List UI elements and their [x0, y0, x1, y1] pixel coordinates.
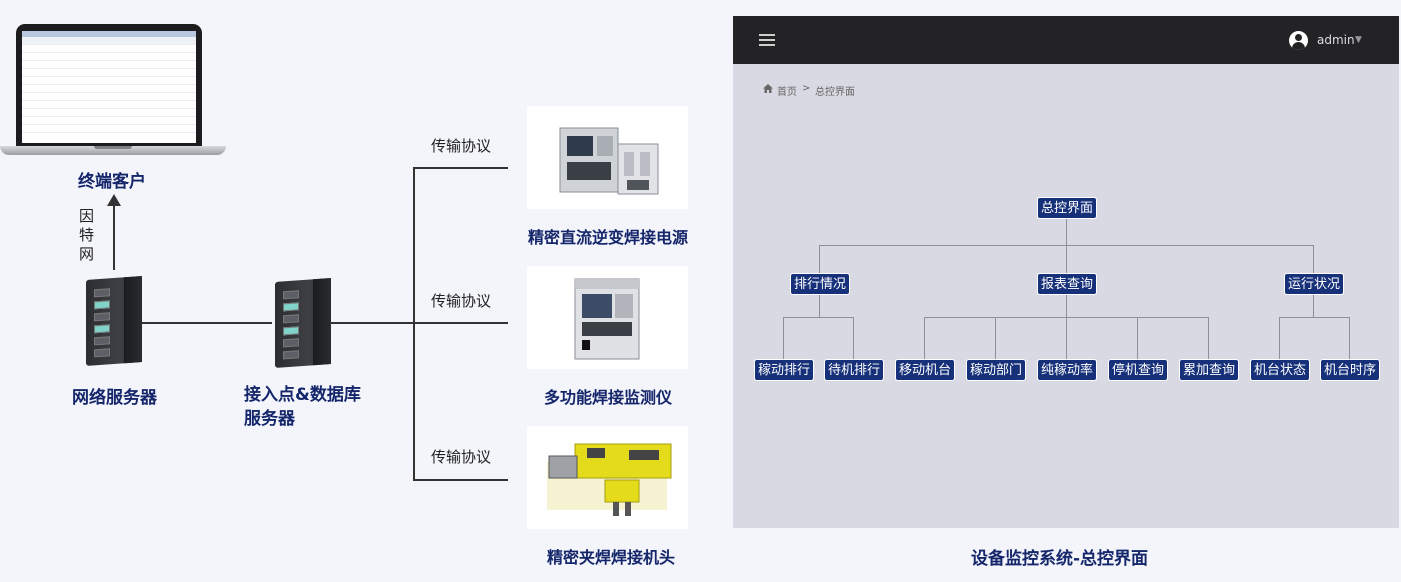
laptop-icon	[16, 24, 202, 146]
product-image-weld-head	[527, 426, 688, 529]
right-caption: 设备监控系统-总控界面	[971, 549, 1149, 569]
node-status-child-2[interactable]: 机台时序	[1320, 359, 1380, 381]
node-reports[interactable]: 报表查询	[1037, 273, 1097, 295]
database-server-icon	[275, 278, 331, 368]
user-name[interactable]: admin	[1317, 33, 1355, 47]
network-server-icon	[86, 276, 142, 366]
node-reports-child-3[interactable]: 纯稼动率	[1037, 359, 1097, 381]
tree-line	[819, 245, 820, 273]
tree-line	[1349, 317, 1350, 361]
database-server-label: 接入点&数据库 服务器	[244, 385, 361, 429]
laptop-display	[22, 31, 196, 143]
node-ranking-child-2[interactable]: 待机排行	[824, 359, 884, 381]
node-reports-child-5[interactable]: 累加查询	[1179, 359, 1239, 381]
tree-line	[783, 317, 784, 361]
home-icon[interactable]	[763, 84, 773, 93]
arrow-up-icon	[107, 194, 121, 206]
bus-vertical	[413, 167, 415, 481]
bus-horizontal	[330, 322, 508, 324]
node-status[interactable]: 运行状况	[1284, 273, 1344, 295]
internet-label: 因 特 网	[79, 207, 95, 263]
protocol-label-3: 传输协议	[431, 448, 492, 466]
top-navbar: admin ▼	[733, 16, 1399, 64]
node-root[interactable]: 总控界面	[1037, 197, 1097, 219]
breadcrumb-current: 总控界面	[815, 87, 855, 98]
caret-down-icon[interactable]: ▼	[1355, 35, 1362, 45]
tree-line	[853, 317, 854, 361]
tree-line	[1137, 317, 1138, 361]
tree-line	[1313, 295, 1314, 317]
tree-line	[1208, 317, 1209, 361]
power-supply-icon	[559, 127, 659, 195]
network-server-label: 网络服务器	[72, 388, 157, 408]
tree-line	[1279, 317, 1350, 318]
internet-arrow-shaft	[113, 204, 115, 270]
weld-head-icon	[547, 443, 672, 516]
bus-branch-1	[413, 167, 508, 169]
node-ranking[interactable]: 排行情况	[790, 273, 850, 295]
product-image-monitor	[527, 266, 688, 369]
breadcrumb-separator: >	[802, 83, 811, 94]
tree-line	[1279, 317, 1280, 361]
tree-line	[924, 317, 925, 361]
product-label-3: 精密夹焊焊接机头	[547, 548, 676, 567]
tree-line	[1066, 245, 1067, 273]
node-status-child-1[interactable]: 机台状态	[1250, 359, 1310, 381]
protocol-label-2: 传输协议	[431, 292, 492, 310]
control-panel-screenshot: admin ▼ 首页 > 总控界面 总控界面 排行情况 报表查询 运行状况 稼动…	[733, 16, 1399, 528]
protocol-label-1: 传输协议	[431, 137, 492, 155]
node-ranking-child-1[interactable]: 稼动排行	[754, 359, 814, 381]
tree-line	[1066, 295, 1067, 361]
laptop-notch	[94, 146, 132, 149]
menu-icon[interactable]	[759, 34, 775, 36]
server-link	[142, 322, 272, 324]
product-label-1: 精密直流逆变焊接电源	[528, 228, 689, 247]
tree-line	[783, 317, 854, 318]
tree-line	[1066, 218, 1067, 246]
tree-line	[995, 317, 996, 361]
tree-line	[1313, 245, 1314, 273]
node-reports-child-4[interactable]: 停机查询	[1108, 359, 1168, 381]
product-label-2: 多功能焊接监测仪	[544, 388, 673, 407]
product-image-power-supply	[527, 106, 688, 209]
tree-line	[924, 317, 1209, 318]
breadcrumb-home[interactable]: 首页	[777, 87, 797, 98]
node-reports-child-2[interactable]: 稼动部门	[966, 359, 1026, 381]
node-reports-child-1[interactable]: 移动机台	[895, 359, 955, 381]
terminal-label: 终端客户	[78, 172, 146, 192]
bus-branch-3	[413, 479, 508, 481]
monitor-device-icon	[574, 278, 640, 360]
laptop-base	[0, 146, 226, 155]
user-avatar-icon[interactable]	[1289, 31, 1308, 50]
tree-line	[819, 295, 820, 317]
